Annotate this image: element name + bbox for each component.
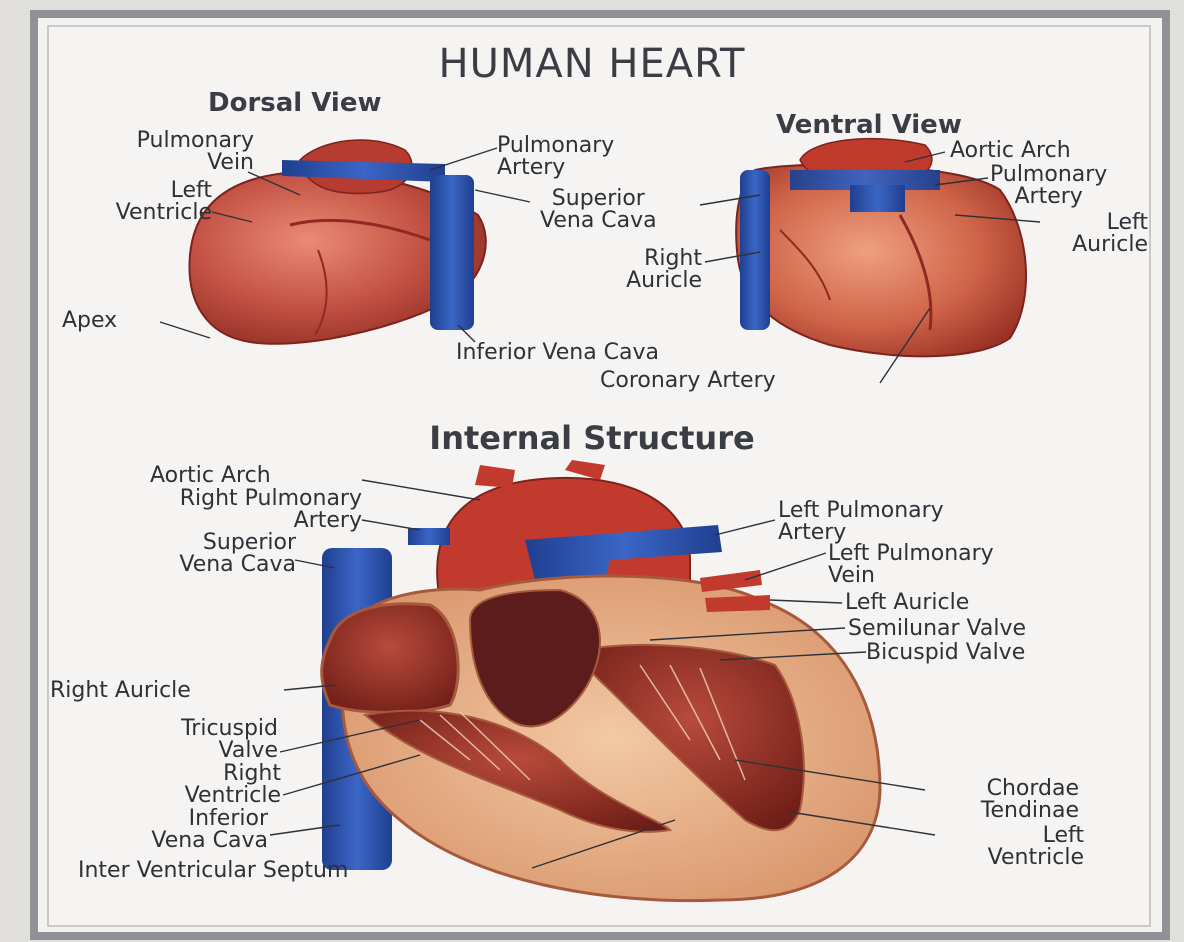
label-internal-aortic-arch: Aortic Arch [150, 465, 271, 487]
label-internal-semilunar-valve: Semilunar Valve [848, 618, 1026, 640]
label-ventral-right-auricle: Right Auricle [626, 248, 702, 292]
ventral-view-heading: Ventral View [776, 112, 962, 138]
label-ventral-aortic-arch: Aortic Arch [950, 140, 1071, 162]
label-dorsal-left-ventricle: Left Ventricle [116, 180, 212, 224]
label-internal-tricuspid-valve: Tricuspid Valve [181, 718, 278, 762]
label-dorsal-inferior-vena-cava: Inferior Vena Cava [456, 342, 659, 364]
label-internal-left-ventricle: Left Ventricle [988, 825, 1084, 869]
label-dorsal-superior-vena-cava: Superior Vena Cava [540, 188, 657, 232]
internal-structure-heading: Internal Structure [0, 422, 1184, 454]
label-internal-right-pulmonary-artery: Right Pulmonary Artery [180, 488, 362, 532]
label-internal-left-pulmonary-artery: Left Pulmonary Artery [778, 500, 944, 544]
label-ventral-pulmonary-artery: Pulmonary Artery [990, 164, 1107, 208]
label-dorsal-apex: Apex [62, 310, 117, 332]
label-internal-left-pulmonary-vein: Left Pulmonary Vein [828, 543, 994, 587]
poster-title: HUMAN HEART [0, 44, 1184, 84]
label-ventral-coronary-artery: Coronary Artery [600, 370, 776, 392]
dorsal-view-heading: Dorsal View [208, 90, 381, 116]
label-dorsal-pulmonary-artery: Pulmonary Artery [497, 135, 614, 179]
label-ventral-left-auricle: Left Auricle [1072, 212, 1148, 256]
label-internal-left-auricle: Left Auricle [845, 592, 969, 614]
label-internal-right-ventricle: Right Ventricle [185, 763, 281, 807]
label-internal-chordae-tendinae: Chordae Tendinae [981, 778, 1079, 822]
label-internal-right-auricle: Right Auricle [50, 680, 191, 702]
label-internal-superior-vena-cava: Superior Vena Cava [179, 532, 296, 576]
label-internal-bicuspid-valve: Bicuspid Valve [866, 642, 1025, 664]
label-internal-inter-ventricular-septum: Inter Ventricular Septum [78, 860, 348, 882]
label-dorsal-pulmonary-vein: Pulmonary Vein [137, 130, 254, 174]
label-internal-inferior-vena-cava: Inferior Vena Cava [151, 808, 268, 852]
